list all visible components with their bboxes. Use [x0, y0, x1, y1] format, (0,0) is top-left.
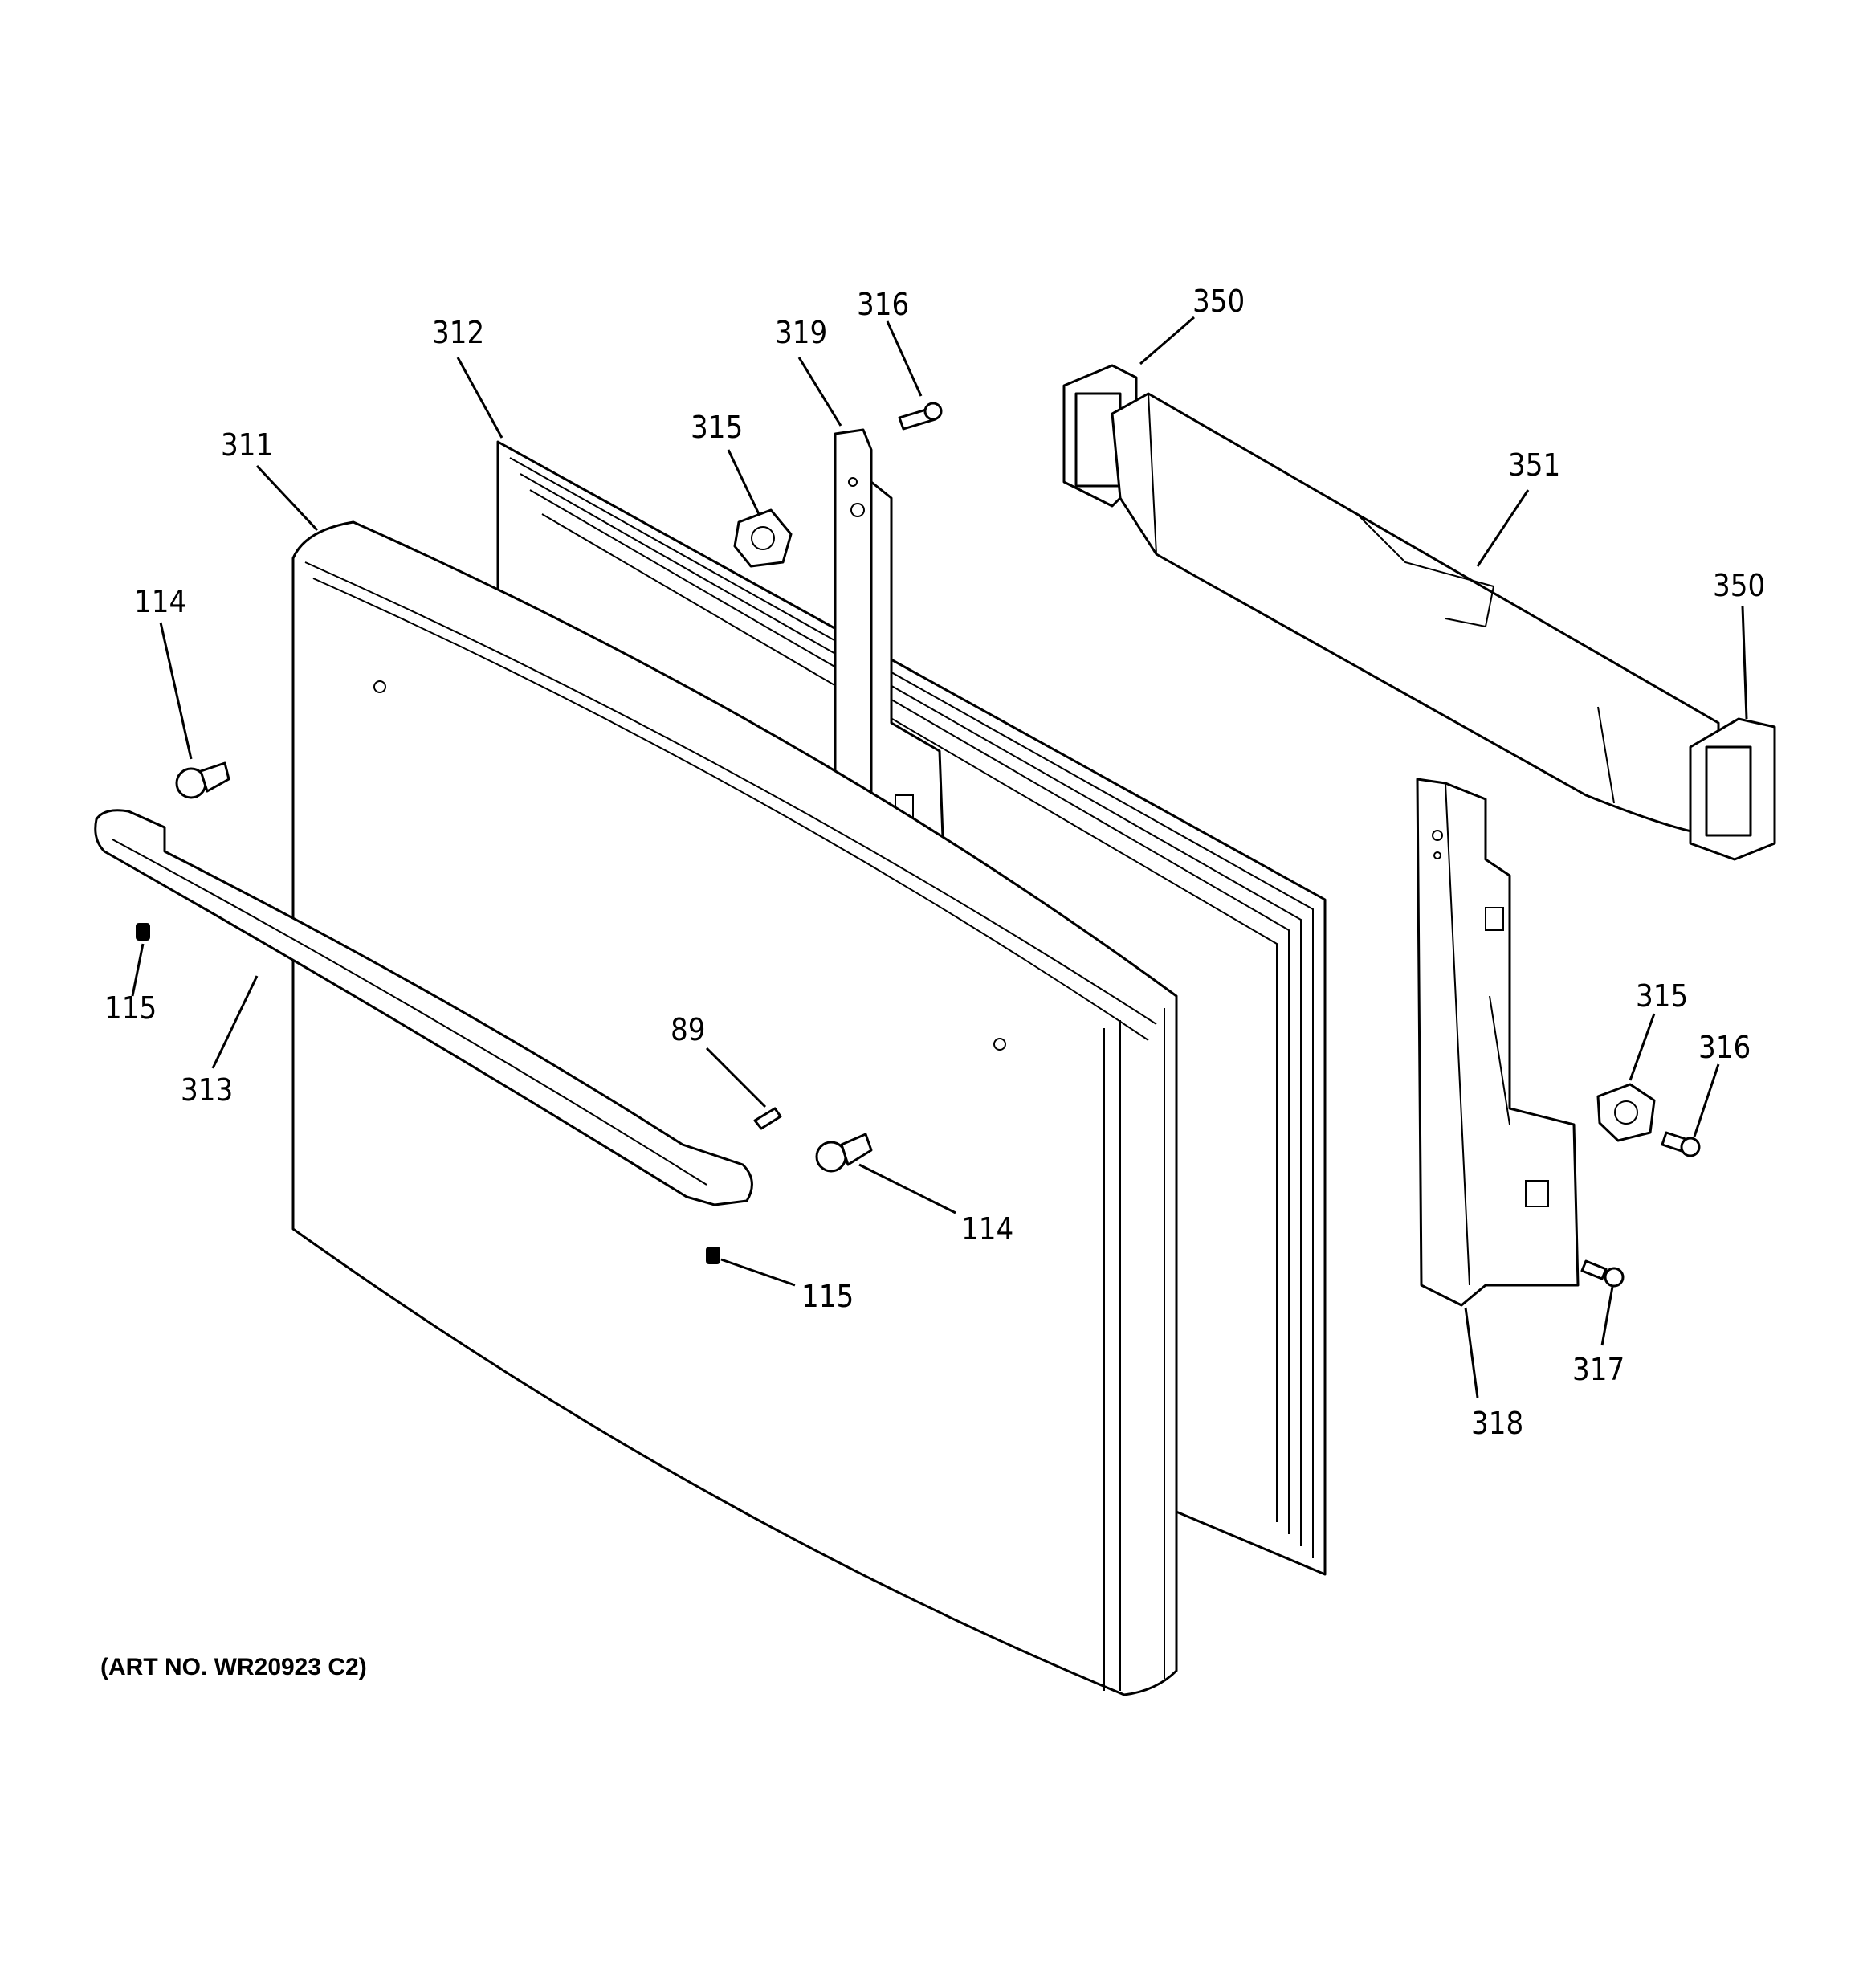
callout-318: 318 — [1471, 1406, 1523, 1441]
hinge-bracket-319 — [834, 428, 945, 861]
callout-315: 315 — [1636, 978, 1688, 1014]
screw-317 — [1580, 1259, 1625, 1288]
door-bin-351 — [1111, 392, 1720, 837]
screw-316-right — [1661, 1131, 1701, 1157]
screw-114-center — [815, 1133, 873, 1173]
screw-89 — [753, 1107, 782, 1130]
callout-115: 115 — [104, 990, 157, 1026]
callout-316: 316 — [1698, 1030, 1751, 1065]
callout-351: 351 — [1508, 447, 1560, 483]
plug-115-left — [136, 923, 150, 941]
callout-311: 311 — [221, 427, 273, 463]
cam-315-top — [733, 508, 793, 568]
plug-115-center — [706, 1247, 720, 1264]
leader-lines — [131, 316, 1748, 1398]
callout-350: 350 — [1713, 568, 1765, 603]
callout-315: 315 — [691, 410, 743, 445]
cam-315-right — [1596, 1083, 1656, 1142]
callout-316: 316 — [857, 287, 909, 322]
callout-319: 319 — [775, 315, 827, 350]
bin-end-cap-350-right — [1689, 717, 1776, 861]
callout-89: 89 — [671, 1012, 706, 1047]
screw-114-left — [175, 761, 230, 799]
callout-350: 350 — [1192, 284, 1245, 319]
callout-317: 317 — [1572, 1352, 1625, 1387]
callout-313: 313 — [181, 1072, 233, 1108]
callout-312: 312 — [432, 315, 484, 350]
callout-labels: 312 319 316 350 311 315 351 350 114 115 … — [104, 284, 1765, 1441]
hinge-bracket-318 — [1416, 778, 1580, 1307]
door-panel-311 — [291, 520, 1178, 1696]
callout-115: 115 — [801, 1279, 854, 1314]
art-number: (ART NO. WR20923 C2) — [100, 1654, 367, 1680]
callout-114: 114 — [134, 584, 186, 619]
callout-114: 114 — [961, 1211, 1013, 1247]
door-handle-313 — [94, 809, 753, 1206]
screw-316-top — [898, 402, 943, 431]
